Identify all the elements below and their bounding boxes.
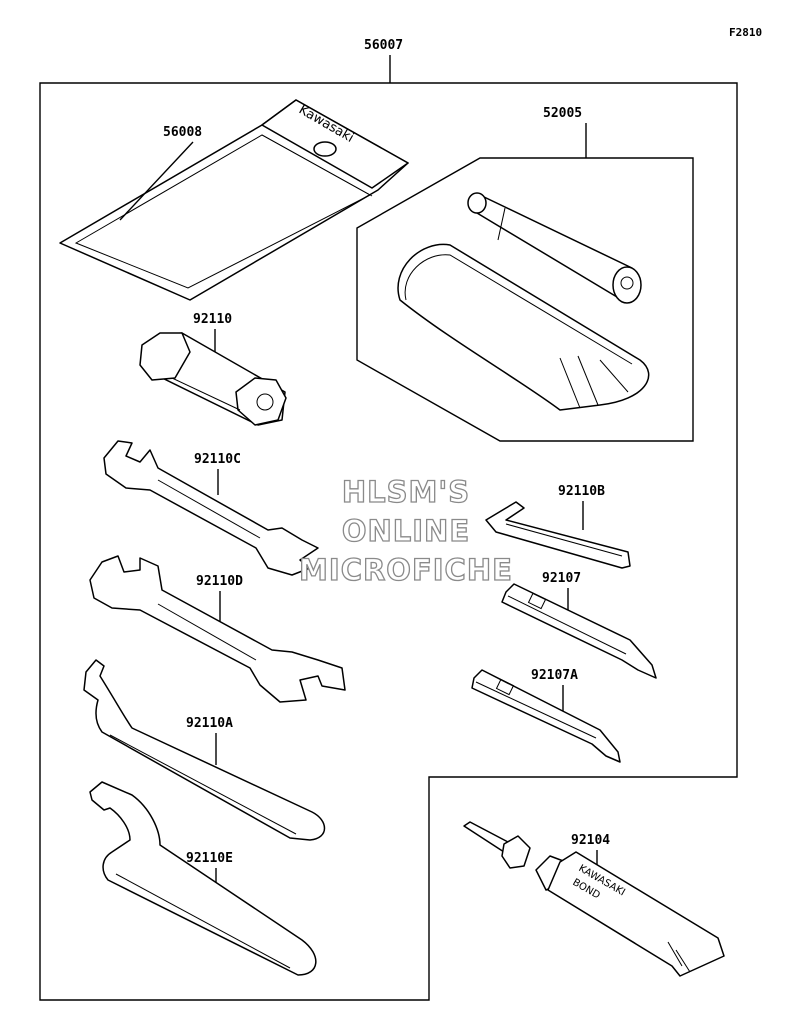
hex-key-92110B[interactable] [485, 501, 631, 569]
label-92110[interactable]: 92110 [193, 312, 232, 327]
wrench-92110D[interactable] [89, 555, 346, 703]
label-56007[interactable]: 56007 [364, 38, 403, 53]
watermark-line-3: MICROFICHE [299, 553, 513, 587]
label-92110C[interactable]: 92110C [194, 452, 241, 467]
leader-56008 [119, 141, 194, 221]
figure-code: F2810 [729, 26, 762, 39]
tool-pouch-56008[interactable]: Kawasaki [59, 99, 409, 301]
bond-tube-92104[interactable]: KAWASAKI BOND [463, 821, 725, 977]
assembly-outline [39, 82, 738, 1001]
tire-kit-52005[interactable] [397, 192, 650, 411]
label-92110E[interactable]: 92110E [186, 851, 233, 866]
plug-wrench-92110[interactable] [139, 332, 287, 426]
watermark-line-1: HLSM'S [342, 475, 470, 509]
watermark-line-2: ONLINE [342, 514, 470, 548]
screwdriver-92107A[interactable] [471, 669, 621, 763]
label-92107A[interactable]: 92107A [531, 668, 578, 683]
wrench-92110C[interactable] [103, 440, 319, 576]
label-52005[interactable]: 52005 [543, 106, 582, 121]
pouch-snap-button [313, 141, 337, 157]
hook-wrench-92110A[interactable] [83, 659, 326, 841]
label-92110A[interactable]: 92110A [186, 716, 233, 731]
label-92107[interactable]: 92107 [542, 571, 581, 586]
kit-outline [356, 157, 694, 442]
label-56008[interactable]: 56008 [163, 125, 202, 140]
hook-wrench-92110E[interactable] [89, 781, 317, 976]
label-92104[interactable]: 92104 [571, 833, 610, 848]
label-92110B[interactable]: 92110B [558, 484, 605, 499]
label-92110D[interactable]: 92110D [196, 574, 243, 589]
watermark: HLSM'S ONLINE MICROFICHE [298, 474, 513, 587]
screwdriver-92107[interactable] [501, 583, 657, 679]
